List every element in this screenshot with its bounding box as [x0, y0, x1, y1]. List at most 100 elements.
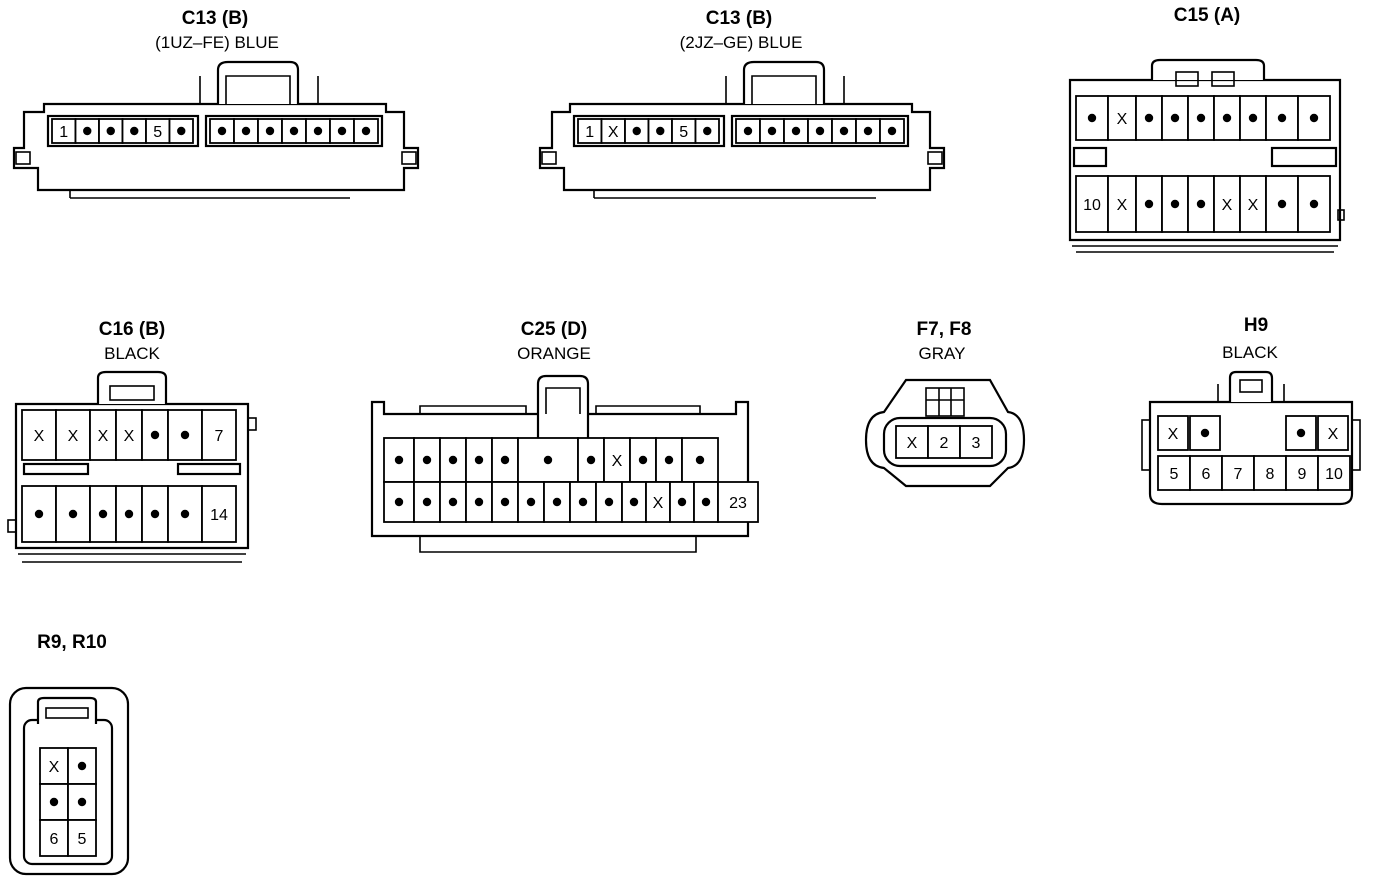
c13-1uz-pin-dot [241, 126, 251, 136]
c13-2jz-pin-dot [767, 126, 777, 136]
c25-pin-dot [448, 455, 458, 465]
c13-2jz-pin-unused: X [608, 124, 619, 141]
r9r10-title: R9, R10 [37, 632, 107, 653]
c25-cavity-8 [603, 437, 631, 483]
f7f8-title: F7, F8 [917, 319, 972, 340]
h9-cavity-4 [1317, 415, 1349, 451]
r9r10-pin-dot [77, 797, 87, 807]
f7f8-cavity-2 [927, 425, 961, 459]
c13-2jz-cavity-1 [735, 118, 761, 144]
c15-cavity-6 [1213, 175, 1241, 233]
c13-2jz-pin-dot [632, 126, 641, 136]
c25-pin-dot [474, 455, 484, 465]
c25-pin-dot [552, 497, 562, 507]
c16-cavity-7 [201, 485, 237, 543]
c15-pin-dot [1196, 199, 1206, 209]
c16-pin-dot [150, 509, 160, 519]
c15-pin-dot [1277, 199, 1287, 209]
c15-pin-dot [1309, 199, 1319, 209]
c15-pin-unused: X [1117, 111, 1128, 128]
h9-cavity-1 [1157, 455, 1191, 491]
c25-pin-dot [578, 497, 588, 507]
c16-pin-dot [68, 509, 78, 519]
h9-cavity-1 [1157, 415, 1189, 451]
c13-2jz-title: C13 (B) [706, 8, 773, 29]
c16-pin-dot [34, 509, 44, 519]
c15-pin-dot [1087, 113, 1097, 123]
c15-pin-dot [1277, 113, 1287, 123]
c16-cavity-3 [89, 409, 117, 461]
f7f8-pin-number: 3 [972, 435, 981, 452]
h9-pin-number: 9 [1298, 466, 1307, 483]
f7f8-pin-number: 2 [940, 435, 949, 452]
c25-pin-dot [701, 497, 711, 507]
c15-cavity-1 [1075, 175, 1109, 233]
c15-pin-dot [1144, 113, 1154, 123]
c13-1uz-cavities-right [209, 118, 379, 144]
f7f8-cavity-3 [959, 425, 993, 459]
h9-pin-unused: X [1328, 426, 1339, 443]
c13-1uz-pin-dot [265, 126, 275, 136]
c25-pin-dot [422, 497, 432, 507]
c15-cavities-top: X [1075, 95, 1331, 141]
c13-2jz-subtitle: (2JZ–GE) BLUE [680, 33, 803, 52]
c16-pin-number: 14 [210, 507, 228, 524]
h9-title: H9 [1244, 315, 1268, 336]
c25-pin-dot [394, 455, 404, 465]
c13-1uz-pin-dot [337, 126, 347, 136]
c25-pin-dot [604, 497, 614, 507]
c13-1uz-pin-dot [313, 126, 323, 136]
c13-2jz-pin-dot [703, 126, 712, 136]
c16-pin-dot [98, 509, 108, 519]
c13-1uz-title: C13 (B) [182, 8, 249, 29]
c25-cavities-bottom: X 23 [383, 481, 759, 523]
r9r10-pin-dot [77, 761, 87, 771]
c25-pin-dot [543, 455, 553, 465]
c13-1uz-pin-dot [177, 126, 186, 136]
c15-pin-dot [1144, 199, 1154, 209]
r9r10-pin-number: 6 [50, 831, 59, 848]
c25-pin-dot [394, 497, 404, 507]
c16-pin-dot [150, 430, 160, 440]
c15-pin-dot [1222, 113, 1232, 123]
c25-pin-unused: X [653, 495, 664, 512]
c16-pin-unused: X [98, 428, 109, 445]
c16-subtitle: BLACK [104, 344, 160, 363]
h9-pin-number: 8 [1266, 466, 1275, 483]
c25-cavity-11 [645, 481, 671, 523]
c13-1uz-pin-dot [130, 126, 139, 136]
f7f8-pin-unused: X [907, 435, 918, 452]
f7f8-cavity-1 [895, 425, 929, 459]
c25-pin-dot [500, 455, 510, 465]
c13-2jz-pin-number: 1 [585, 124, 594, 141]
r9r10-pin-unused: X [49, 759, 60, 776]
c13-2jz-pin-number: 5 [679, 124, 688, 141]
c13-1uz-subtitle: (1UZ–FE) BLUE [155, 33, 279, 52]
r9r10-pin-dot [49, 797, 59, 807]
c25-pin-number: 23 [729, 495, 747, 512]
h9-cavity-6 [1317, 455, 1351, 491]
c13-1uz-pin-dot [83, 126, 92, 136]
c15-pin-dot [1196, 113, 1206, 123]
c13-1uz-pin-dot [361, 126, 371, 136]
h9-subtitle: BLACK [1222, 343, 1278, 362]
c13-1uz-pin-dot [106, 126, 115, 136]
c16-pin-dot [180, 509, 190, 519]
c16-title: C16 (B) [99, 319, 166, 340]
c25-pin-dot [695, 455, 705, 465]
c16-pin-unused: X [34, 428, 45, 445]
c25-pin-dot [629, 497, 639, 507]
c15-pin-unused: X [1117, 197, 1128, 214]
c25-pin-unused: X [612, 453, 623, 470]
f7f8-subtitle: GRAY [919, 344, 966, 363]
